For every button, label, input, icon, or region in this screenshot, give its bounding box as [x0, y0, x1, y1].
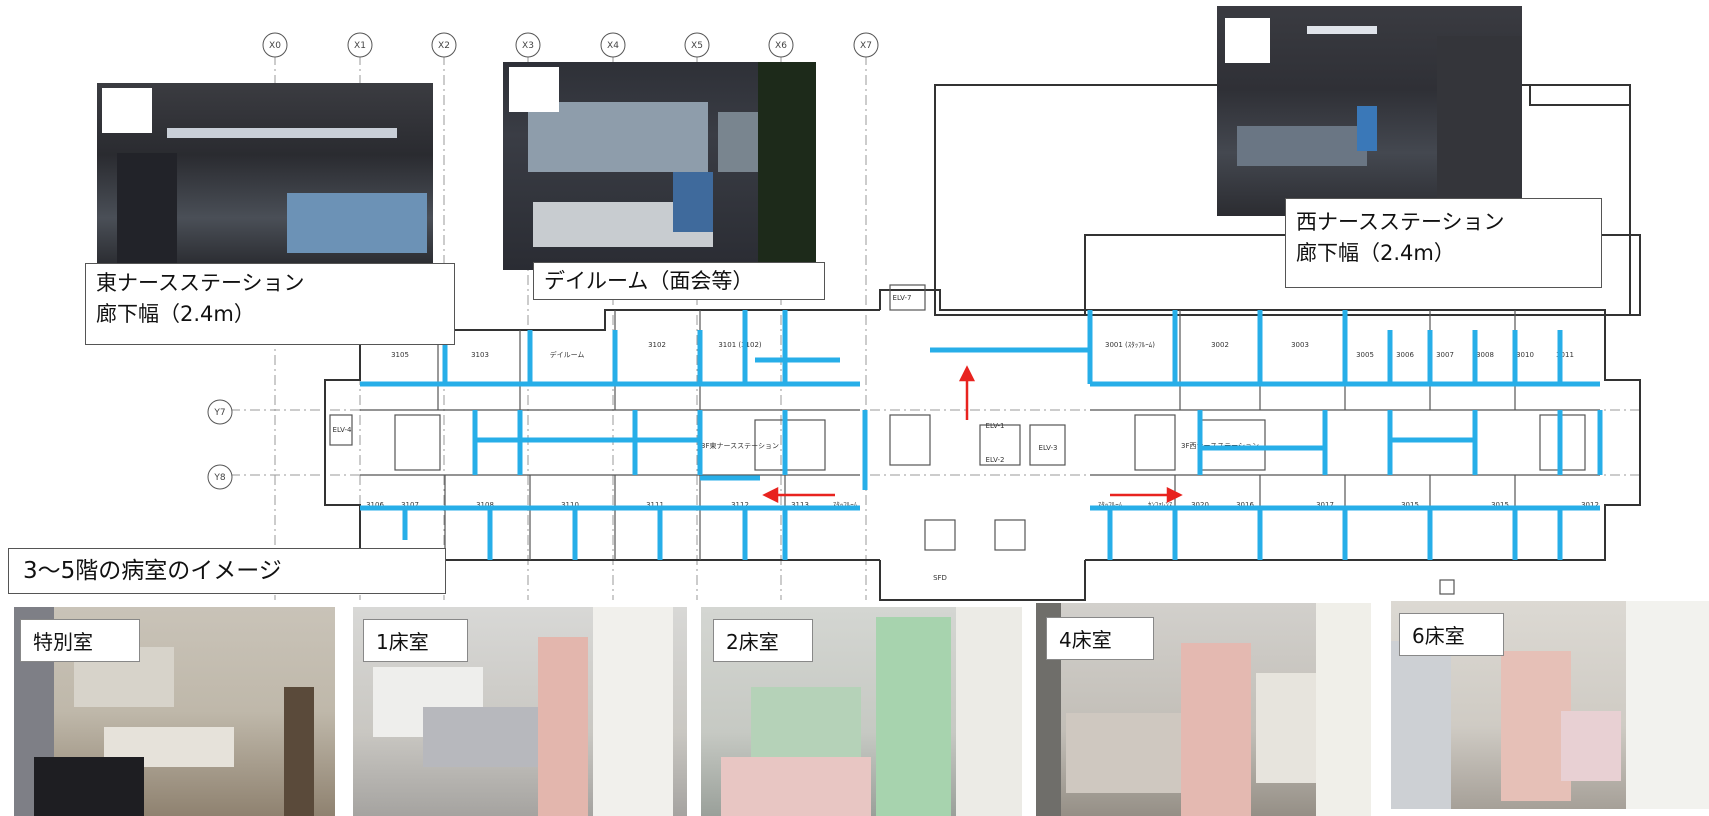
- svg-text:X4: X4: [607, 41, 619, 51]
- svg-text:Y8: Y8: [213, 473, 225, 483]
- svg-text:ELV-4: ELV-4: [333, 426, 352, 434]
- single-room-photo: 1床室: [353, 607, 687, 816]
- svg-text:3101 (3102): 3101 (3102): [718, 341, 762, 349]
- west-nurse-station-photo: [1217, 6, 1522, 216]
- svg-text:X3: X3: [522, 41, 534, 51]
- svg-text:3113: 3113: [791, 501, 809, 509]
- svg-text:3003: 3003: [1291, 341, 1309, 349]
- svg-text:デイルーム: デイルーム: [550, 350, 585, 359]
- svg-text:3015: 3015: [1491, 501, 1509, 509]
- east-nurse-station-photo: [97, 83, 433, 263]
- west-nurse-station-callout: 西ナースステーション 廊下幅（2.4m）: [1285, 198, 1602, 288]
- svg-text:3005: 3005: [1356, 351, 1374, 359]
- west-ns-corridor-width: 廊下幅（2.4m）: [1296, 241, 1455, 265]
- svg-text:X5: X5: [691, 41, 703, 51]
- svg-text:X0: X0: [269, 41, 281, 51]
- svg-text:3012: 3012: [1581, 501, 1599, 509]
- svg-text:3007: 3007: [1436, 351, 1454, 359]
- east-nurse-station-callout: 東ナースステーション 廊下幅（2.4m）: [85, 263, 455, 345]
- svg-text:X2: X2: [438, 41, 450, 51]
- svg-text:X6: X6: [775, 41, 787, 51]
- section-title: 3～5階の病室のイメージ: [8, 548, 446, 594]
- photo-marker: [102, 88, 152, 133]
- svg-text:ELV-3: ELV-3: [1039, 444, 1058, 452]
- svg-text:SFD: SFD: [933, 574, 947, 582]
- svg-text:ｶﾝﾌｧﾚﾝｽ: ｶﾝﾌｧﾚﾝｽ: [1148, 501, 1173, 509]
- six-bed-room-photo: 6床室: [1391, 601, 1709, 809]
- svg-text:3017: 3017: [1316, 501, 1334, 509]
- svg-text:ｽﾀｯﾌﾙｰﾑ: ｽﾀｯﾌﾙｰﾑ: [1098, 501, 1123, 509]
- svg-text:3016: 3016: [1236, 501, 1254, 509]
- section-title-text: 3～5階の病室のイメージ: [23, 558, 282, 584]
- svg-text:3107: 3107: [401, 501, 419, 509]
- svg-text:X1: X1: [354, 41, 366, 51]
- room-label-1bed: 1床室: [363, 619, 468, 662]
- svg-text:3103: 3103: [471, 351, 489, 359]
- svg-text:3102: 3102: [648, 341, 666, 349]
- inner-walls: [329, 284, 1600, 595]
- red-arrows: [762, 365, 1183, 504]
- svg-text:3105: 3105: [391, 351, 409, 359]
- quad-room-photo: 4床室: [1036, 603, 1371, 816]
- east-ns-title: 東ナースステーション: [96, 271, 305, 295]
- svg-text:3010: 3010: [1516, 351, 1534, 359]
- room-type-6bed: 6床室: [1412, 624, 1465, 648]
- svg-text:3111: 3111: [646, 501, 664, 509]
- room-type-special: 特別室: [33, 630, 93, 654]
- svg-text:X7: X7: [860, 41, 872, 51]
- grid-markers: [207, 32, 879, 490]
- svg-text:3002: 3002: [1211, 341, 1229, 349]
- room-label-4bed: 4床室: [1046, 617, 1154, 660]
- svg-text:ELV-7: ELV-7: [893, 294, 912, 302]
- svg-text:3F東ナースステーション: 3F東ナースステーション: [701, 441, 779, 450]
- dayroom-photo: [503, 62, 816, 270]
- west-ns-title: 西ナースステーション: [1296, 210, 1505, 234]
- room-label-6bed: 6床室: [1399, 613, 1504, 656]
- room-label-2bed: 2床室: [713, 619, 813, 662]
- east-ns-corridor-width: 廊下幅（2.4m）: [96, 302, 255, 326]
- svg-text:3020: 3020: [1191, 501, 1209, 509]
- svg-text:ELV-2: ELV-2: [986, 456, 1005, 464]
- special-room-photo: 特別室: [14, 607, 335, 816]
- svg-text:3106: 3106: [366, 501, 384, 509]
- room-type-4bed: 4床室: [1059, 628, 1112, 652]
- svg-text:3008: 3008: [1476, 351, 1494, 359]
- svg-text:3015: 3015: [1401, 501, 1419, 509]
- room-label-special: 特別室: [20, 619, 140, 662]
- dayroom-title: デイルーム（面会等）: [544, 269, 754, 293]
- svg-text:Y7: Y7: [213, 408, 225, 418]
- svg-text:3001 (ｽﾀｯﾌﾙｰﾑ): 3001 (ｽﾀｯﾌﾙｰﾑ): [1105, 341, 1155, 349]
- svg-text:3108: 3108: [476, 501, 494, 509]
- svg-text:3006: 3006: [1396, 351, 1414, 359]
- blue-corridor-lines: [360, 310, 1603, 560]
- room-type-1bed: 1床室: [376, 630, 429, 654]
- dayroom-callout: デイルーム（面会等）: [533, 262, 825, 300]
- svg-text:3011: 3011: [1556, 351, 1574, 359]
- room-type-2bed: 2床室: [726, 630, 779, 654]
- svg-text:3112: 3112: [731, 501, 749, 509]
- svg-text:3110: 3110: [561, 501, 579, 509]
- photo-marker: [1225, 18, 1270, 63]
- double-room-photo: 2床室: [701, 607, 1022, 816]
- svg-text:ｽﾀｯﾌﾙｰﾑ: ｽﾀｯﾌﾙｰﾑ: [833, 501, 858, 509]
- svg-text:ELV-1: ELV-1: [986, 422, 1005, 430]
- photo-marker: [509, 67, 559, 112]
